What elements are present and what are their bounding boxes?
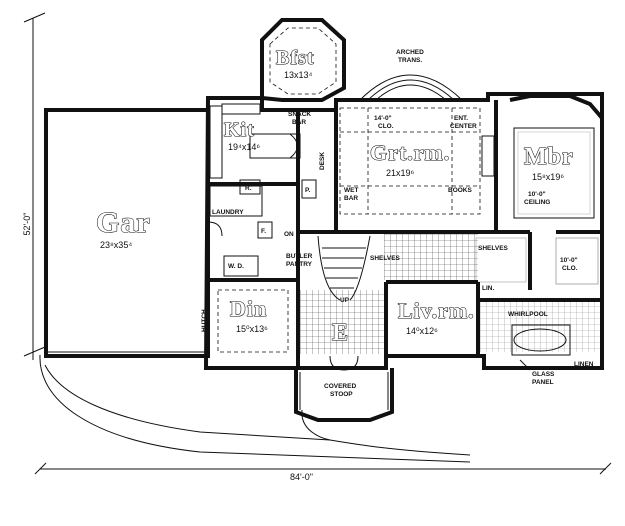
washer-dryer-outline xyxy=(223,255,259,277)
pantry-box xyxy=(301,179,317,199)
master-ceiling-outline xyxy=(513,127,595,219)
arched-trans-label-2: TRANS. xyxy=(398,57,422,64)
books-label: BOOKS xyxy=(448,187,473,194)
whirlpool-label: WHIRLPOOL xyxy=(508,311,548,318)
wet-bar-label-2: BAR xyxy=(344,195,358,202)
shelves-label-2: SHELVES xyxy=(478,245,509,252)
fireplace xyxy=(481,135,495,177)
great-room-ceiling-grid xyxy=(339,107,481,215)
up-label: UP xyxy=(340,297,350,304)
arched-transom-arc xyxy=(359,74,463,101)
breakfast-bay-walls xyxy=(260,18,346,102)
master-closet-outline xyxy=(555,237,599,285)
ceiling-dim-label: 10'-0" xyxy=(528,191,546,198)
laundry-outline xyxy=(209,185,263,217)
covered-stoop-walls xyxy=(294,368,394,422)
dining-size: 15⁰x13⁶ xyxy=(236,324,268,334)
covered-stoop-label-1: COVERED xyxy=(324,383,356,390)
great-room-name: Grt.rm. xyxy=(370,140,450,165)
garage-size: 23⁸x35⁴ xyxy=(100,240,132,250)
pantry-p-label: P. xyxy=(305,187,310,194)
width-dimension-line xyxy=(34,462,612,475)
ent-center-label-2: CENTER xyxy=(450,123,477,130)
kitchen-name: Kit xyxy=(224,119,255,141)
desk-label: DESK xyxy=(319,152,326,170)
mbr-closet-label: CLO. xyxy=(562,265,578,272)
hutch-label: HUTCH xyxy=(201,309,208,332)
master-bedroom-name: Mbr xyxy=(524,144,574,170)
shelves-label-1: SHELVES xyxy=(370,255,401,262)
front-door-swing xyxy=(329,355,345,371)
entry-tile-floor xyxy=(300,290,384,354)
covered-stoop-label-2: STOOP xyxy=(330,391,353,398)
master-bedroom-size: 15⁸x19⁶ xyxy=(532,172,564,182)
linen-label-2: LINEN xyxy=(574,361,594,368)
curved-staircase xyxy=(317,235,371,301)
snack-bar-label-1: SNACK xyxy=(288,111,311,118)
garage-name: Gar xyxy=(96,206,151,239)
master-bay-walls xyxy=(509,94,604,120)
living-room-name: Liv.rm. xyxy=(398,298,475,323)
great-room-size: 21x19⁶ xyxy=(386,168,415,178)
corridor-tile-floor xyxy=(384,234,478,280)
breakfast-ceiling-outline xyxy=(269,27,337,95)
depth-dimension-line xyxy=(23,12,46,360)
linen-label-1: LIN. xyxy=(482,285,494,292)
ent-center-label-1: ENT. xyxy=(454,115,468,122)
refrigerator-box xyxy=(239,179,261,195)
driveway-inner-edge xyxy=(44,364,471,456)
refrigerator-label: R. xyxy=(245,185,252,192)
width-dimension-label: 84'-0" xyxy=(290,472,313,482)
kitchen-size: 19⁴x14⁶ xyxy=(228,142,260,152)
bath-tile-floor xyxy=(480,302,600,352)
snack-bar-label-2: BAR xyxy=(292,119,306,126)
breakfast-size: 13x13⁴ xyxy=(284,70,313,80)
arched-trans-label-1: ARCHED xyxy=(396,49,424,56)
driveway-outline xyxy=(39,354,471,463)
house-outer-walls xyxy=(203,92,604,370)
on-label: ON xyxy=(284,231,294,238)
entry-name: E xyxy=(332,320,349,346)
butler-pantry-label-2: PANTRY xyxy=(286,261,313,268)
kitchen-counter-top xyxy=(221,103,261,115)
washer-dryer-label: W. D. xyxy=(228,263,244,270)
kitchen-counter xyxy=(209,105,223,179)
mbr-closet-dim-label: 10'-0" xyxy=(560,257,578,264)
butler-pantry-label-1: BUTLER xyxy=(286,253,313,260)
garage-door-swing xyxy=(207,221,223,237)
depth-dimension-label: 52'-0" xyxy=(22,213,32,236)
ceiling-label: CEILING xyxy=(524,199,550,206)
glass-panel-label-1: GLASS xyxy=(532,371,555,378)
freezer-box xyxy=(257,221,273,239)
freezer-label: F. xyxy=(261,228,266,235)
wet-bar-label-1: WET xyxy=(344,187,358,194)
glass-panel-label-2: PANEL xyxy=(532,379,554,386)
dining-ceiling-outline xyxy=(217,289,289,353)
breakfast-name: Bfst xyxy=(276,47,314,69)
living-room-size: 14⁰x12⁶ xyxy=(406,326,438,336)
whirlpool-tub xyxy=(513,328,567,352)
dining-name: Din xyxy=(230,296,267,321)
shelves-outline xyxy=(475,237,527,283)
closet-label: CLO. xyxy=(378,123,394,130)
closet-dim-label: 14'-0" xyxy=(374,115,392,122)
laundry-label: LAUNDRY xyxy=(212,209,244,216)
